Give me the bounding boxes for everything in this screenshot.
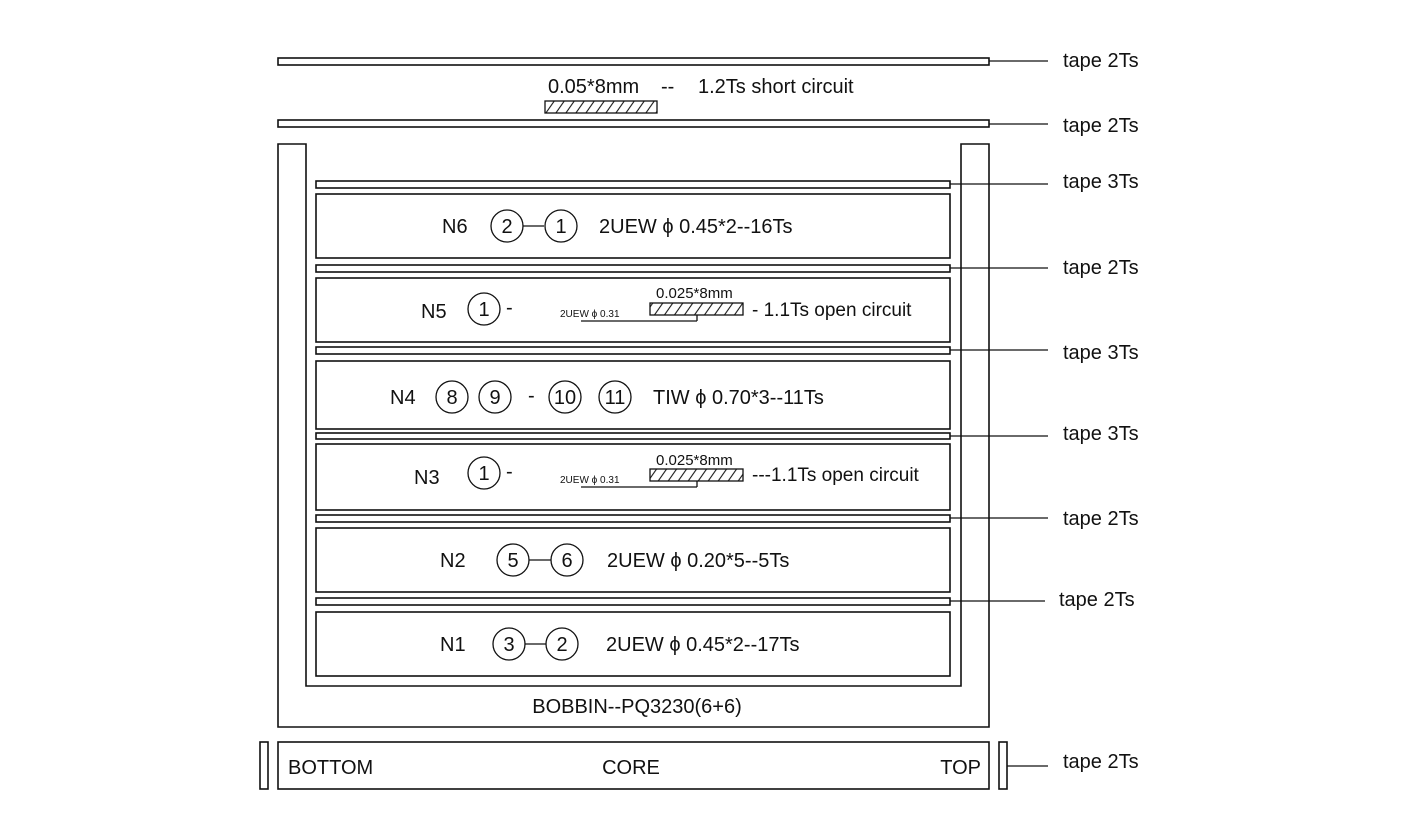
tape-label: tape 2Ts [1063,115,1139,137]
pin-circle [435,380,469,414]
pin-number: 8 [446,387,457,409]
foil-size: 0.025*8mm [656,285,733,302]
core [277,741,990,790]
pin-number: 3 [503,634,514,656]
wire-spec: 2UEW ϕ 0.31 [560,475,620,486]
shield-foil-short [544,100,658,114]
tape-layer [315,514,951,523]
tape-layer-top [277,57,990,66]
short-circuit-size: 0.05*8mm [548,76,639,98]
winding-n3 [315,443,951,511]
short-circuit-desc: 1.2Ts short circuit [698,76,854,98]
winding-name: N5 [421,301,447,323]
pin-dash: - [506,297,513,319]
pin-circle [545,627,579,661]
pin-circle [467,292,501,326]
tape-layer [315,264,951,273]
core-tape-right [998,741,1008,790]
winding-n5 [315,277,951,343]
pin-number: 5 [507,550,518,572]
pin-number: 1 [555,216,566,238]
winding-spec: TIW ϕ 0.70*3--11Ts [653,387,824,409]
pin-circle [598,380,632,414]
wire-spec: 2UEW ϕ 0.31 [560,309,620,320]
bobbin-label: BOBBIN--PQ3230(6+6) [532,696,742,718]
foil-desc: - 1.1Ts open circuit [752,300,912,321]
foil-desc: ---1.1Ts open circuit [752,465,920,486]
pin-number: 10 [554,387,576,409]
pin-number: 6 [561,550,572,572]
tape-label: tape 2Ts [1063,257,1139,279]
tape-layer [315,180,951,189]
pin-number: 1 [478,463,489,485]
pin-number: 2 [556,634,567,656]
pin-circle [478,380,512,414]
tape-layer [315,346,951,355]
pin-circle [550,543,584,577]
core-top-label: TOP [940,757,981,779]
shield-foil [649,302,744,316]
tape-label: tape 2Ts [1063,751,1139,773]
winding-spec: 2UEW ϕ 0.20*5--5Ts [607,550,789,572]
pin-circle [548,380,582,414]
winding-name: N1 [440,634,466,656]
tape-label: tape 3Ts [1063,171,1139,193]
pin-circle [544,209,578,243]
tape-label: tape 2Ts [1063,508,1139,530]
tape-label: tape 2Ts [1059,589,1135,611]
core-bottom-label: BOTTOM [288,757,373,779]
winding-n4 [315,360,951,430]
tape-label: tape 3Ts [1063,342,1139,364]
tape-layer [315,432,951,440]
bobbin-outline [277,143,990,728]
tape-layer [315,597,951,606]
winding-name: N6 [442,216,468,238]
shield-foil [649,468,744,482]
pin-number: 1 [478,299,489,321]
winding-n6 [315,193,951,259]
winding-spec: 2UEW ϕ 0.45*2--16Ts [599,216,793,238]
foil-size: 0.025*8mm [656,452,733,469]
pin-circle [467,456,501,490]
winding-name: N4 [390,387,416,409]
pin-number: 11 [605,387,626,409]
winding-name: N2 [440,550,466,572]
core-label: CORE [602,757,660,779]
winding-name: N3 [414,467,440,489]
short-circuit-dash: -- [661,76,674,98]
tape-label: tape 2Ts [1063,50,1139,72]
winding-n2 [315,527,951,593]
tape-label: tape 3Ts [1063,423,1139,445]
pin-number: 9 [489,387,500,409]
tape-layer [277,119,990,128]
pin-number: 2 [501,216,512,238]
winding-n1 [315,611,951,677]
pin-dash: - [506,461,513,483]
winding-spec: 2UEW ϕ 0.45*2--17Ts [606,634,800,656]
pin-dash: - [528,385,535,407]
core-tape-left [259,741,269,790]
